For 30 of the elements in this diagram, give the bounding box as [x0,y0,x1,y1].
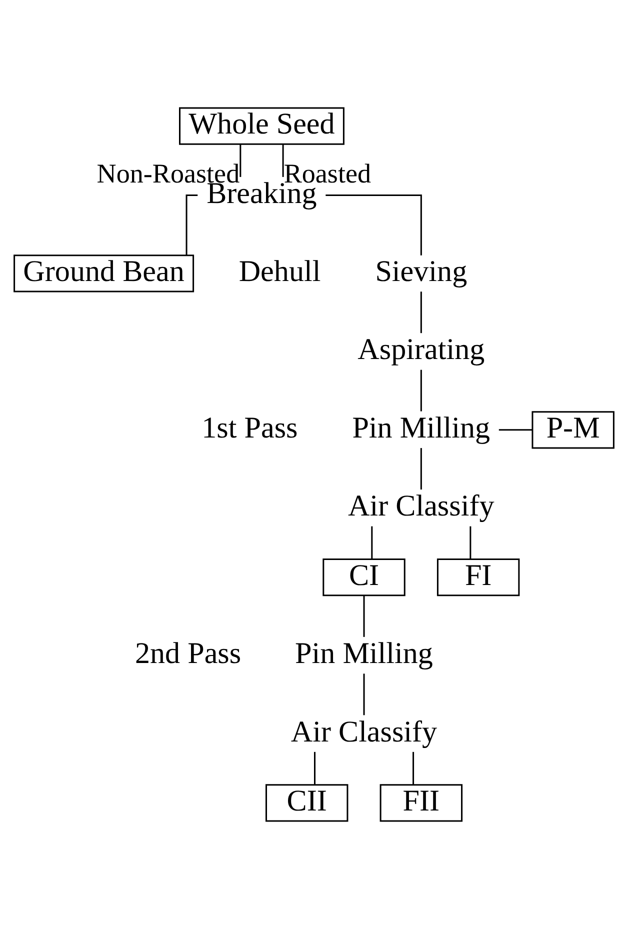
label: 2nd Pass [134,636,242,670]
edge-label: Roasted [284,158,372,188]
connector [498,428,532,430]
connector [420,369,422,411]
connector [326,194,422,255]
connector [363,594,365,636]
connector [314,751,316,784]
connector [282,144,284,176]
node-text: Pin Milling [295,636,433,670]
label: Dehull [238,253,321,288]
label: 1st Pass [202,410,298,444]
node-box: FI [436,558,520,596]
node-box: FII [380,784,463,822]
connector [470,526,472,559]
connector [412,751,414,784]
node-text: Sieving [375,253,468,288]
connector [240,144,242,176]
node-text: Aspirating [358,332,485,366]
node-text: Air Classify [290,714,438,748]
connector [420,448,422,490]
node-text: Pin Milling [352,410,490,444]
node-box: Whole Seed [179,106,344,144]
connector [363,673,365,715]
node-text: Air Classify [348,488,494,522]
node-box: P-M [532,410,614,448]
node-box: CII [266,784,348,822]
node-box: Ground Bean [14,254,194,292]
node-box: CI [322,558,406,596]
connector [420,291,422,333]
connector [371,526,373,559]
